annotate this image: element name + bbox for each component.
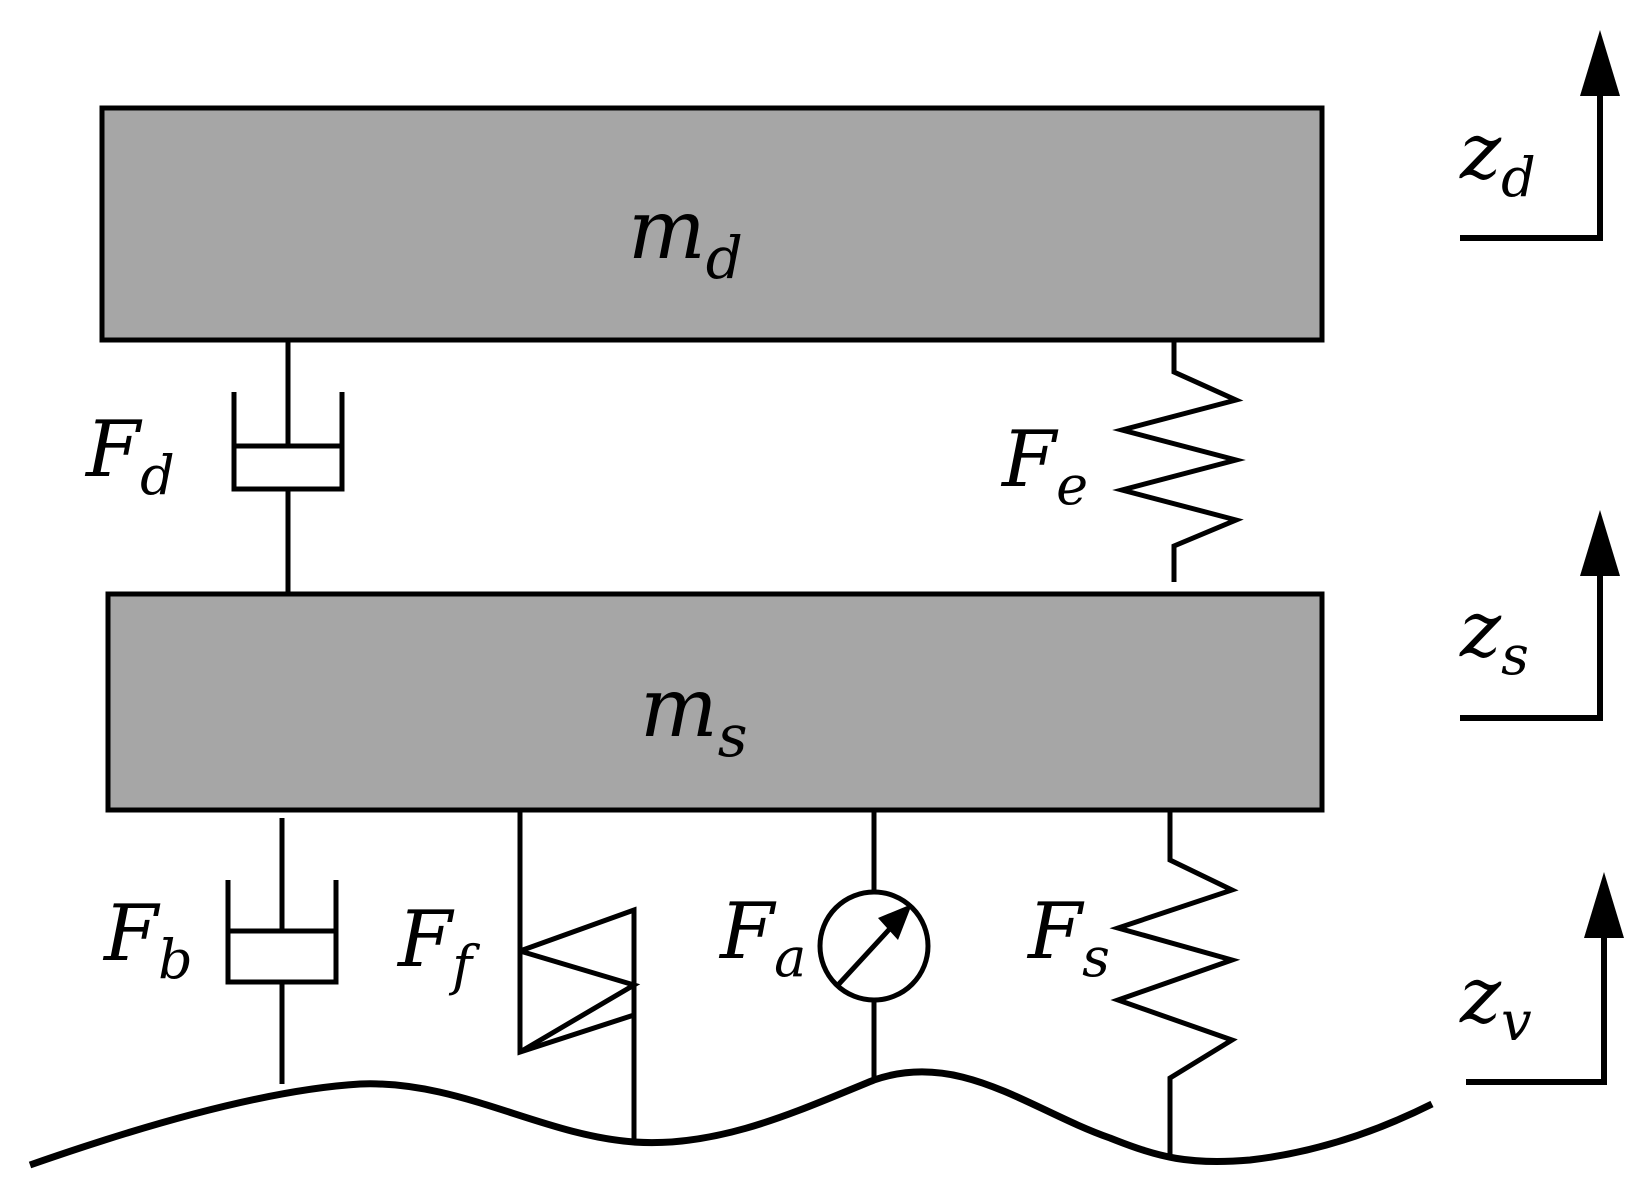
friction-ff [517,810,641,1140]
mass-md-block [99,105,1325,343]
mass-md-label: md [628,183,743,292]
force-fs-label: Fs [1026,887,1110,989]
force-fe-label: Fe [1000,415,1088,517]
mass-md: md [99,105,1325,343]
actuator-arrow-head [878,904,912,940]
zs-label: zs [1459,585,1529,687]
mass-ms: ms [105,591,1325,813]
zv-label: zv [1459,951,1532,1053]
coordinate-zv: zv [1459,872,1624,1085]
road-profile [28,1068,1434,1169]
spring-fs [1109,810,1241,1158]
coordinate-zs: zs [1459,510,1620,721]
actuator-fa [817,810,931,1080]
arrow-up-icon [1584,872,1624,938]
force-ff-label: Ff [396,895,480,997]
damper-fd [231,340,345,594]
zd-label: zd [1459,107,1536,209]
spring-fe [1112,340,1246,582]
mass-ms-label: ms [640,661,748,770]
arrow-up-icon [1580,30,1620,96]
mass-ms-block [105,591,1325,813]
force-fd-label: Fd [84,405,175,507]
force-fb-label: Fb [102,889,193,991]
coordinate-zd: zd [1459,30,1620,241]
arrow-up-icon [1580,510,1620,576]
damper-fb [225,818,339,1084]
force-fa-label: Fa [718,887,806,989]
